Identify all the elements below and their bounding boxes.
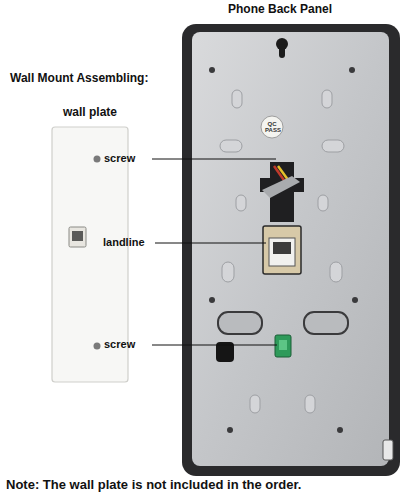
- keyhole-slot: [279, 44, 285, 58]
- jack-opening: [72, 231, 83, 241]
- section-heading: Wall Mount Assembling:: [10, 72, 148, 86]
- panel-title: Phone Back Panel: [228, 3, 332, 17]
- green-clip: [275, 335, 291, 357]
- part-name: screw: [104, 338, 135, 351]
- embossed-slots: [220, 90, 344, 413]
- bottom-notch: [383, 440, 393, 460]
- lower-slot: [304, 312, 348, 334]
- panel-jack-housing: [263, 226, 301, 274]
- panel-housing: [182, 24, 400, 476]
- metal-tab: [262, 176, 300, 198]
- wire-cutout: [260, 162, 304, 222]
- part-name: screw: [104, 152, 135, 165]
- part-name: landline: [103, 236, 145, 249]
- phone-jack: [69, 227, 86, 247]
- sticker-text: QC PASS: [265, 121, 279, 133]
- green-clip-inner: [279, 340, 287, 350]
- lower-slot: [218, 312, 262, 334]
- screw-hole: [94, 156, 101, 163]
- small-holes: [209, 67, 358, 433]
- metal-plate: [192, 32, 389, 466]
- note-text: Note: The wall plate is not included in …: [6, 478, 301, 493]
- leader-lines: [152, 159, 277, 345]
- screw-hole: [94, 343, 101, 350]
- panel-jack: [269, 238, 295, 266]
- qc-sticker: [261, 116, 283, 138]
- panel-jack-opening: [273, 242, 291, 254]
- phone-back-panel: [182, 24, 400, 476]
- part-name: wall plate: [63, 106, 117, 120]
